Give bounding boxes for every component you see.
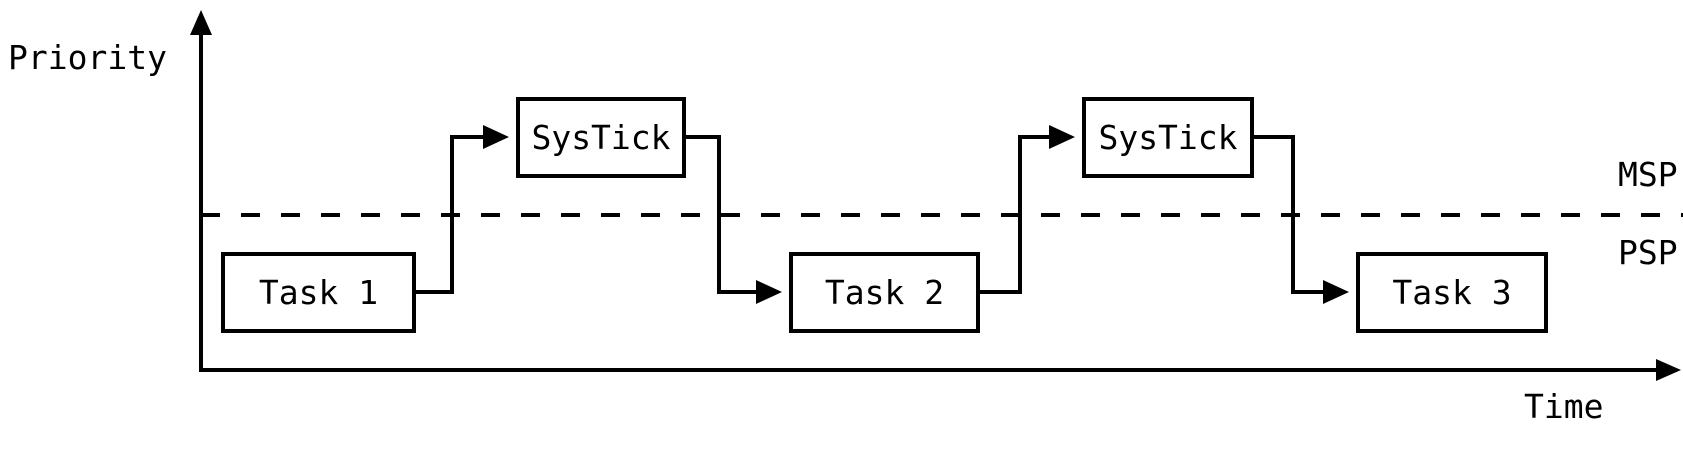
systick-box-1: SysTick xyxy=(516,97,686,178)
connector-systick1-to-task2-line xyxy=(685,135,756,294)
systick-2-label: SysTick xyxy=(1098,118,1238,157)
task-1-box: Task 1 xyxy=(221,252,416,333)
task-2-label: Task 2 xyxy=(824,273,945,312)
task-1-label: Task 1 xyxy=(258,273,379,312)
y-axis-label: Priority xyxy=(8,38,167,77)
connector-task1-to-systick1-arrowhead-icon xyxy=(483,125,509,149)
x-axis-arrowhead-icon xyxy=(1656,359,1681,381)
connector-task2-to-systick2 xyxy=(979,125,1075,294)
connector-systick2-to-task3-line xyxy=(1253,135,1323,294)
connector-systick2-to-task3 xyxy=(1253,135,1349,304)
y-axis xyxy=(190,10,212,372)
connector-task2-to-systick2-line xyxy=(979,135,1049,294)
y-axis-arrowhead-icon xyxy=(190,10,212,35)
connector-systick1-to-task2-arrowhead-icon xyxy=(756,280,782,304)
connector-task1-to-systick1-line xyxy=(415,135,483,294)
task-3-label: Task 3 xyxy=(1392,273,1512,312)
task-2-box: Task 2 xyxy=(789,252,980,333)
systick-1-label: SysTick xyxy=(531,118,671,157)
x-axis-label: Time xyxy=(1524,387,1604,426)
connector-systick1-to-task2 xyxy=(685,135,782,304)
msp-region-label: MSP xyxy=(1618,155,1678,194)
x-axis xyxy=(199,359,1681,381)
systick-box-2: SysTick xyxy=(1082,97,1254,178)
connector-task1-to-systick1 xyxy=(415,125,509,294)
connector-systick2-to-task3-arrowhead-icon xyxy=(1323,280,1349,304)
task-3-box: Task 3 xyxy=(1356,252,1548,333)
connector-task2-to-systick2-arrowhead-icon xyxy=(1049,125,1075,149)
psp-region-label: PSP xyxy=(1618,233,1678,272)
